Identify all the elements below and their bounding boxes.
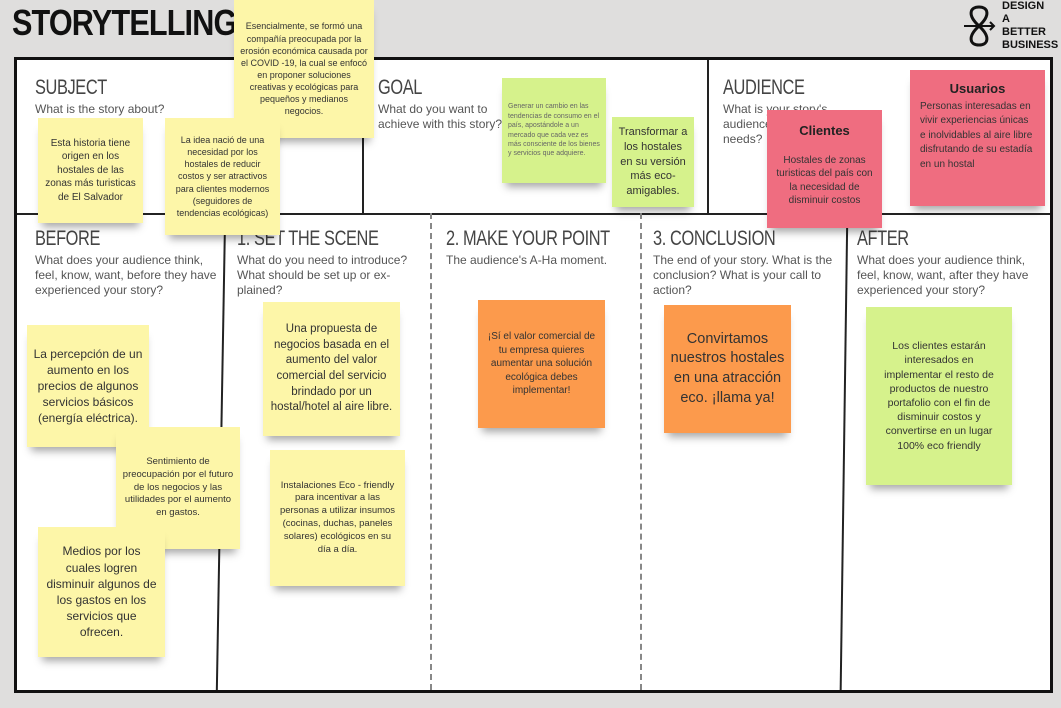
section-prompt: What does your audience think, feel, kno… [35, 253, 217, 297]
sticky-note[interactable]: ¡Sí el valor comercial de tu empresa qui… [478, 300, 605, 428]
note-text: Esta historia tiene origen en los hostal… [45, 137, 136, 203]
note-title: Clientes [799, 123, 850, 138]
section-subject: SUBJECT What is the story about? [35, 76, 355, 117]
sticky-note[interactable]: Esencialmente, se formó una compañía pre… [234, 0, 374, 138]
divider [430, 213, 432, 690]
divider [17, 213, 1050, 215]
section-prompt: The end of your story. What is the concl… [653, 253, 833, 297]
note-text: La percepción de un aumento en los preci… [33, 346, 143, 426]
section-title: SUBJECT [35, 76, 107, 99]
note-text: Sentimiento de preocupación por el futur… [122, 455, 234, 519]
note-text: Convirtamos nuestros hostales en una atr… [670, 330, 785, 406]
section-title: 2. MAKE YOUR POINT [446, 227, 610, 250]
sticky-note[interactable]: Transformar a los hostales en su versión… [612, 117, 694, 207]
section-conclusion: 3. CONCLUSION The end of your story. What… [653, 227, 838, 298]
logo-line: DESIGN A [1002, 0, 1045, 25]
note-text: Personas interesadas en vivir experienci… [920, 100, 1033, 170]
note-text: Una propuesta de negocios basada en el a… [270, 323, 393, 414]
note-text: ¡Sí el valor comercial de tu empresa qui… [487, 331, 596, 397]
sticky-note[interactable]: La idea nació de una necesidad por los h… [165, 118, 280, 235]
section-prompt: What does your audience think, feel, kno… [857, 253, 1029, 297]
note-text: Esencialmente, se formó una compañía pre… [240, 21, 368, 117]
note-title: Usuarios [949, 81, 1006, 96]
section-title: GOAL [378, 76, 422, 99]
section-title: AFTER [857, 227, 909, 250]
section-prompt: What do you need to introduce? What shou… [237, 253, 408, 297]
section-prompt: What do you want to achieve with this st… [378, 102, 503, 131]
infinity-arrow-icon [964, 5, 996, 47]
section-goal: GOAL What do you want to achieve with thi… [378, 76, 503, 132]
sticky-note[interactable]: Convirtamos nuestros hostales en una atr… [664, 305, 791, 433]
note-text: Hostales de zonas turisticas del país co… [776, 154, 873, 207]
note-text: La idea nació de una necesidad por los h… [175, 135, 270, 218]
section-prompt: The audience's A-Ha moment. [446, 253, 608, 267]
section-prompt: What is the story about? [35, 102, 165, 116]
sticky-note[interactable]: La percepción de un aumento en los preci… [27, 325, 149, 447]
sticky-note[interactable]: Esta historia tiene origen en los hostal… [38, 118, 143, 223]
sticky-note[interactable]: Generar un cambio en las tendencias de c… [502, 78, 606, 183]
note-text: Transformar a los hostales en su versión… [618, 125, 688, 198]
sticky-note[interactable]: Medios por los cuales logren disminuir a… [38, 527, 165, 657]
sticky-note[interactable]: Los clientes estarán interesados en impl… [866, 307, 1012, 485]
section-after: AFTER What does your audience think, feel… [857, 227, 1042, 298]
section-before: BEFORE What does your audience think, fee… [35, 227, 220, 298]
logo-line: BUSINESS [1002, 39, 1059, 51]
divider [707, 60, 709, 213]
section-make-your-point: 2. MAKE YOUR POINT The audience's A-Ha mo… [446, 227, 631, 268]
divider [640, 213, 642, 690]
note-text: Los clientes estarán interesados en impl… [884, 340, 994, 452]
sticky-note[interactable]: Instalaciones Eco - friendly para incent… [270, 450, 405, 586]
section-title: BEFORE [35, 227, 101, 250]
sticky-note[interactable]: Una propuesta de negocios basada en el a… [263, 302, 400, 436]
note-text: Medios por los cuales logren disminuir a… [46, 544, 157, 640]
note-text: Instalaciones Eco - friendly para incent… [279, 479, 396, 555]
section-title: 3. CONCLUSION [653, 227, 776, 250]
note-text: Generar un cambio en las tendencias de c… [508, 103, 600, 158]
logo-line: BETTER [1002, 26, 1046, 38]
section-title: AUDIENCE [723, 76, 805, 99]
divider [839, 213, 849, 690]
